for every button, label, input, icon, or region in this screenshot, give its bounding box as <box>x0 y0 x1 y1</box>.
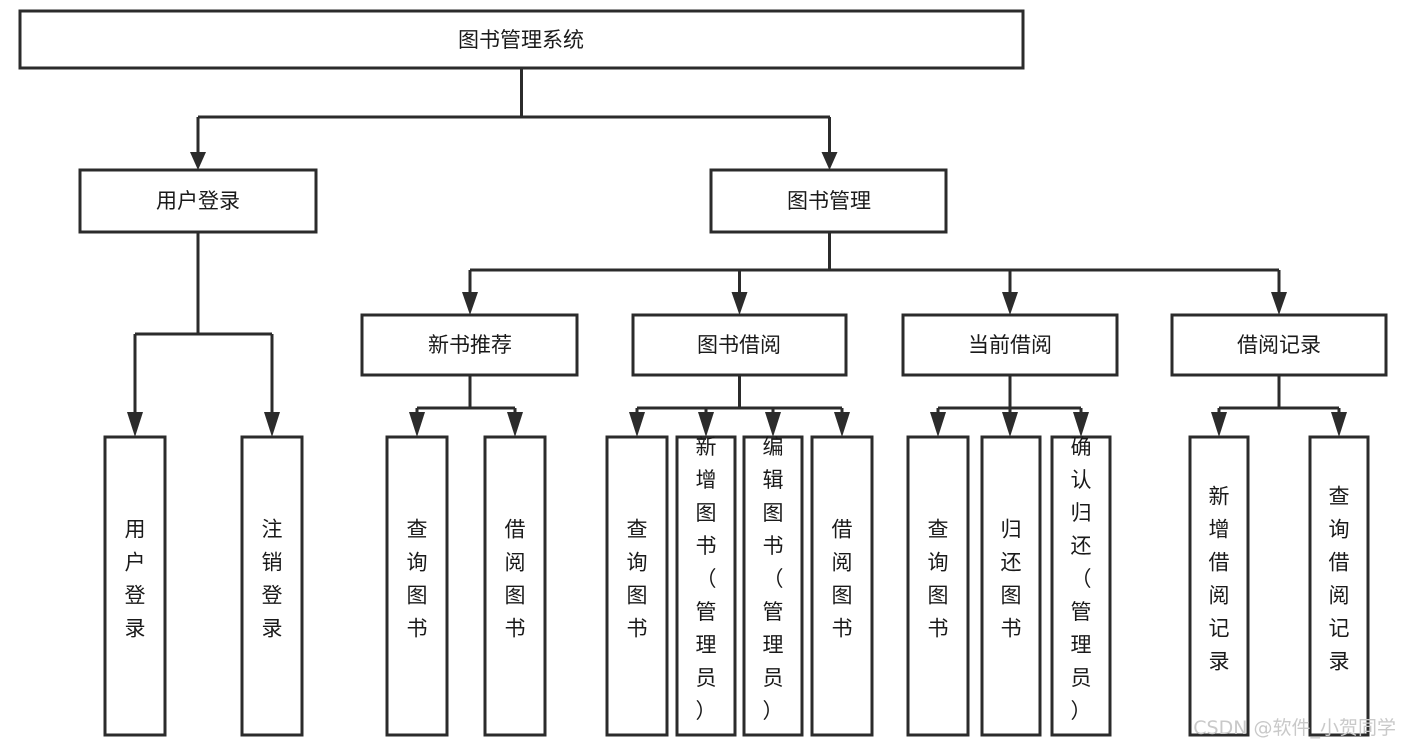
book-borrow-label: 图书借阅 <box>697 333 781 357</box>
arrowhead-leaf-return-book <box>1002 412 1018 437</box>
leaf-query-book-borrow-box <box>605 435 669 737</box>
node-book-borrow[interactable]: 图书借阅 <box>631 313 848 377</box>
node-leaf-user-login[interactable]: 用户登录 <box>103 435 167 737</box>
node-leaf-query-book-borrow[interactable]: 查询图书 <box>605 435 669 737</box>
leaf-query-borrow-record-box <box>1308 435 1370 737</box>
arrowhead-leaf-user-logout <box>264 412 280 437</box>
root-label: 图书管理系统 <box>458 28 584 52</box>
leaf-add-borrow-record-box <box>1188 435 1250 737</box>
arrowhead-leaf-borrow-book-rec <box>507 412 523 437</box>
leaf-return-book-label: 归还图书 <box>1001 518 1022 641</box>
node-leaf-add-book-admin[interactable]: 新增图书（管理员） <box>675 435 737 737</box>
arrowhead-leaf-edit-book-admin <box>765 412 781 437</box>
leaf-borrow-book-rec-box <box>483 435 547 737</box>
leaf-add-book-admin-label: 新增图书（管理员） <box>696 435 717 723</box>
arrowhead-leaf-query-book-rec <box>409 412 425 437</box>
current-borrow-box <box>901 313 1119 377</box>
node-leaf-query-borrow-record[interactable]: 查询借阅记录 <box>1308 435 1370 737</box>
book-manage-label: 图书管理 <box>787 189 871 213</box>
leaf-query-borrow-record-label: 查询借阅记录 <box>1329 485 1350 674</box>
arrowhead-leaf-query-book-borrow <box>629 412 645 437</box>
node-new-book-rec[interactable]: 新书推荐 <box>360 313 579 377</box>
node-borrow-record[interactable]: 借阅记录 <box>1170 313 1388 377</box>
leaf-borrow-book-label: 借阅图书 <box>832 518 853 641</box>
csdn-watermark: CSDN @软件_小贺同学 <box>1193 717 1396 739</box>
new-book-rec-box <box>360 313 579 377</box>
root-box <box>18 9 1025 70</box>
leaf-borrow-book-rec-label: 借阅图书 <box>505 518 526 641</box>
user-login-label: 用户登录 <box>156 189 240 213</box>
node-leaf-borrow-book[interactable]: 借阅图书 <box>810 435 874 737</box>
arrowhead-leaf-user-login <box>127 412 143 437</box>
leaf-query-book-borrow-label: 查询图书 <box>627 518 648 641</box>
node-leaf-confirm-return-admin[interactable]: 确认归还（管理员） <box>1050 435 1112 737</box>
node-leaf-return-book[interactable]: 归还图书 <box>980 435 1042 737</box>
borrow-record-label: 借阅记录 <box>1237 333 1321 357</box>
node-book-manage[interactable]: 图书管理 <box>709 168 948 234</box>
leaf-edit-book-admin-label: 编辑图书（管理员） <box>763 435 784 723</box>
leaf-query-book-rec-box <box>385 435 449 737</box>
leaf-query-book-rec-label: 查询图书 <box>407 518 428 641</box>
leaf-borrow-book-box <box>810 435 874 737</box>
leaf-query-book-current-label: 查询图书 <box>928 518 949 641</box>
node-leaf-query-book-current[interactable]: 查询图书 <box>906 435 970 737</box>
node-leaf-edit-book-admin[interactable]: 编辑图书（管理员） <box>742 435 804 737</box>
node-user-login[interactable]: 用户登录 <box>78 168 318 234</box>
borrow-record-box <box>1170 313 1388 377</box>
arrowhead-book-manage <box>821 152 838 170</box>
new-book-rec-label: 新书推荐 <box>428 333 512 357</box>
arrowhead-leaf-query-book-current <box>930 412 946 437</box>
leaf-add-borrow-record-label: 新增借阅记录 <box>1209 485 1230 674</box>
leaf-edit-book-admin-box <box>742 435 804 737</box>
node-leaf-user-logout[interactable]: 注销登录 <box>240 435 304 737</box>
leaf-add-book-admin-box <box>675 435 737 737</box>
node-leaf-query-book-rec[interactable]: 查询图书 <box>385 435 449 737</box>
leaf-user-login-box <box>103 435 167 737</box>
arrowhead-leaf-query-borrow-record <box>1331 412 1347 437</box>
leaf-user-logout-label: 注销登录 <box>262 518 283 641</box>
connector-layer <box>127 68 1347 437</box>
leaf-query-book-current-box <box>906 435 970 737</box>
leaf-user-logout-box <box>240 435 304 737</box>
arrowhead-user-login <box>190 152 206 170</box>
arrowhead-current-borrow <box>1002 292 1018 315</box>
arrowhead-leaf-add-book-admin <box>698 412 714 437</box>
current-borrow-label: 当前借阅 <box>968 333 1052 357</box>
node-leaf-add-borrow-record[interactable]: 新增借阅记录 <box>1188 435 1250 737</box>
node-current-borrow[interactable]: 当前借阅 <box>901 313 1119 377</box>
leaf-return-book-box <box>980 435 1042 737</box>
leaf-user-login-label: 用户登录 <box>125 518 146 641</box>
book-manage-box <box>709 168 948 234</box>
user-login-box <box>78 168 318 234</box>
arrowhead-leaf-add-borrow-record <box>1211 412 1227 437</box>
node-root-system[interactable]: 图书管理系统 <box>18 9 1025 70</box>
arrowhead-leaf-confirm-return-admin <box>1073 412 1089 437</box>
arrowhead-borrow-record <box>1271 292 1287 315</box>
arrowhead-book-borrow <box>731 292 748 315</box>
book-borrow-box <box>631 313 848 377</box>
node-leaf-borrow-book-rec[interactable]: 借阅图书 <box>483 435 547 737</box>
leaf-confirm-return-admin-label: 确认归还（管理员） <box>1071 435 1092 723</box>
arrowhead-leaf-borrow-book <box>834 412 850 437</box>
leaf-confirm-return-admin-box <box>1050 435 1112 737</box>
arrowhead-new-book-rec <box>462 292 478 315</box>
